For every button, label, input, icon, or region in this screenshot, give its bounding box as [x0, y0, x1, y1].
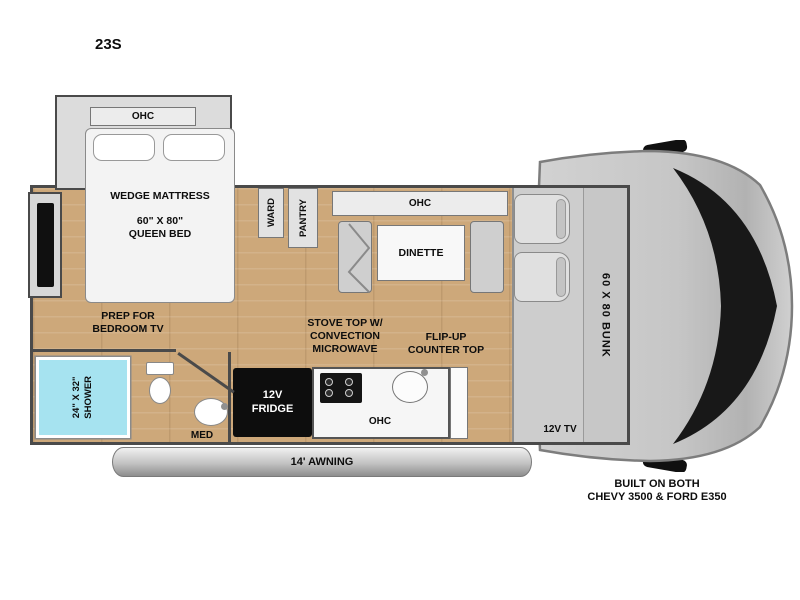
- awning-label: 14' AWNING: [290, 456, 354, 468]
- cab-seat: [514, 194, 570, 244]
- model-title: 23S: [95, 36, 122, 53]
- dinette-bench-left: [338, 221, 372, 293]
- stove-label: STOVE TOP W/ CONVECTION MICROWAVE: [275, 317, 415, 355]
- wardrobe-label: WARD: [265, 198, 277, 228]
- toilet-tank: [146, 362, 174, 375]
- bed-name-line: QUEEN BED: [128, 227, 192, 240]
- burner-icon: [325, 389, 333, 397]
- pantry: PANTRY: [288, 188, 318, 248]
- bed-size-line: 60" X 80": [136, 215, 184, 227]
- flip-up-counter: [450, 367, 468, 439]
- burner-icon: [325, 378, 333, 386]
- faucet-icon: [421, 369, 428, 376]
- prep-line1: PREP FOR: [101, 310, 155, 322]
- built-on-label: BUILT ON BOTH CHEVY 3500 & FORD E350: [557, 478, 757, 505]
- dinette-ohc: OHC: [332, 191, 508, 216]
- bedroom-ohc-label: OHC: [131, 111, 155, 122]
- wardrobe: WARD: [258, 188, 284, 238]
- shower-word-line: SHOWER: [83, 376, 94, 419]
- wedge-mattress-label: WEDGE MATTRESS: [110, 190, 210, 202]
- cab-seat: [514, 252, 570, 302]
- stove-top: [320, 373, 362, 403]
- shower-label-wrap: 24" X 32" SHOWER: [36, 357, 130, 438]
- bathroom-wall: [30, 349, 176, 352]
- bathroom-wall: [228, 352, 231, 445]
- bedroom-tv: [37, 203, 54, 287]
- bathroom-sink: [194, 398, 228, 426]
- fridge: 12V FRIDGE: [233, 368, 312, 437]
- med-cabinet-label: MED: [190, 430, 214, 441]
- bed-size-label: 60" X 80" QUEEN BED: [85, 215, 235, 241]
- tv-12v-label: 12V TV: [543, 424, 577, 435]
- kitchen-ohc-label: OHC: [368, 416, 392, 427]
- pillow: [93, 134, 155, 161]
- bedroom-ohc: OHC: [90, 107, 196, 126]
- dinette-table: DINETTE: [377, 225, 465, 281]
- fridge-line1: 12V: [262, 388, 283, 401]
- dinette-bench-right: [470, 221, 504, 293]
- toilet: [149, 377, 171, 404]
- windshield: [673, 168, 777, 444]
- built-line2: CHEVY 3500 & FORD E350: [587, 491, 727, 504]
- fridge-line2: FRIDGE: [251, 402, 294, 415]
- window-marks-icon: [347, 223, 371, 293]
- flip-up-counter-label: FLIP-UP COUNTER TOP: [391, 331, 501, 357]
- faucet-icon: [221, 403, 228, 410]
- bunk-label: 60 X 80 BUNK: [599, 272, 612, 358]
- shower: [36, 357, 130, 438]
- prep-line2: BEDROOM TV: [92, 322, 164, 335]
- cabover-bunk: 60 X 80 BUNK: [583, 188, 627, 442]
- queen-bed: [85, 128, 235, 303]
- prep-bedroom-tv-label: PREP FOR BEDROOM TV: [68, 310, 188, 336]
- built-line1: BUILT ON BOTH: [614, 478, 700, 490]
- burner-icon: [345, 389, 353, 397]
- stove-line3: MICROWAVE: [312, 342, 378, 355]
- shower-label: 24" X 32" SHOWER: [71, 376, 96, 419]
- shower-size-line: 24" X 32": [70, 376, 82, 419]
- seat-back: [556, 257, 566, 297]
- stove-line1: STOVE TOP W/: [307, 317, 383, 329]
- flip-line1: FLIP-UP: [425, 331, 467, 343]
- pillow: [163, 134, 225, 161]
- stove-line2: CONVECTION: [309, 329, 380, 342]
- awning: 14' AWNING: [112, 447, 532, 477]
- burner-icon: [345, 378, 353, 386]
- seat-back: [556, 199, 566, 239]
- pantry-label: PANTRY: [297, 199, 309, 237]
- dinette-label: DINETTE: [398, 247, 444, 259]
- kitchen-sink: [392, 371, 428, 403]
- flip-line2: COUNTER TOP: [407, 343, 485, 356]
- dinette-ohc-label: OHC: [408, 198, 432, 209]
